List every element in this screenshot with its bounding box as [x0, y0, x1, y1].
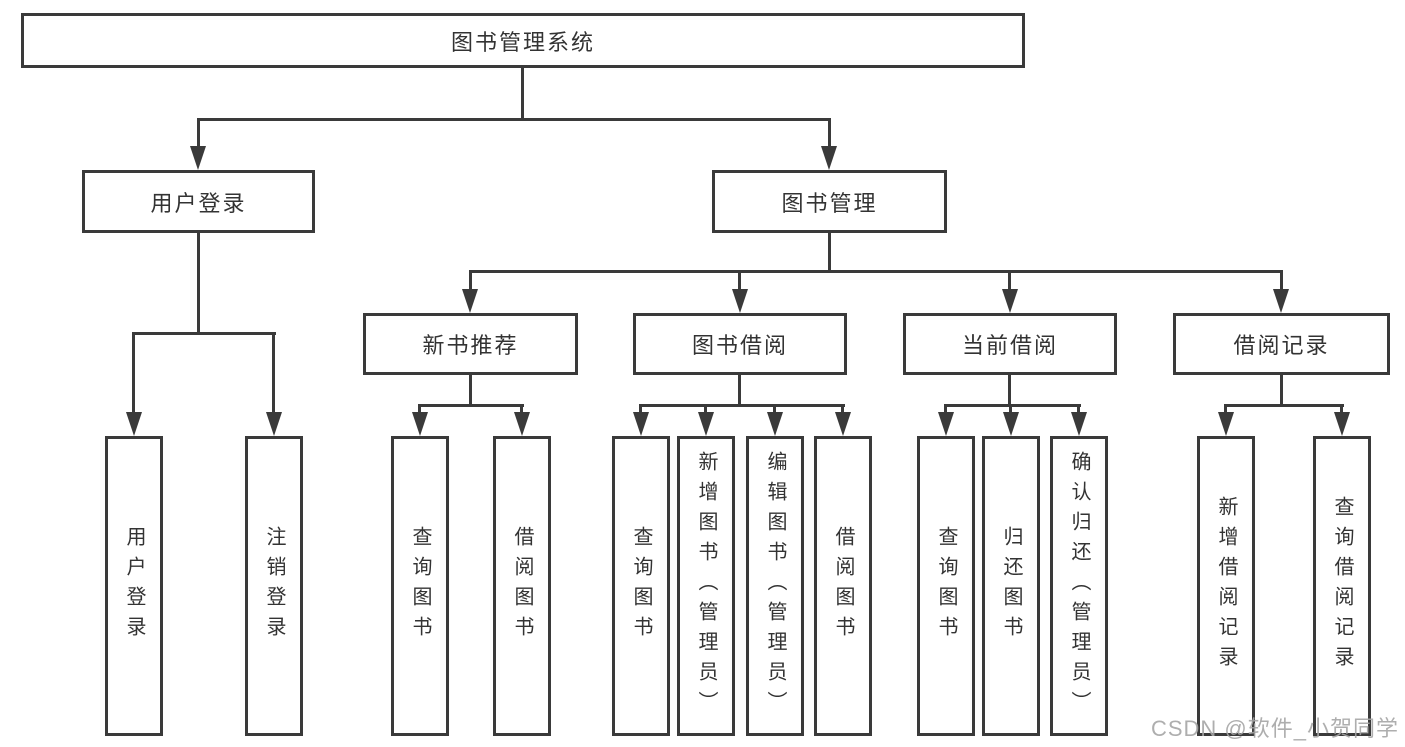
leaf-add-books-admin-label: 新增图书（管理员） [695, 451, 717, 721]
arrow-down-icon [1071, 412, 1087, 436]
arrow-down-icon [190, 146, 206, 170]
connector-user-login-rail [132, 332, 276, 335]
arrow-down-icon [633, 412, 649, 436]
node-library-system-label: 图书管理系统 [450, 29, 595, 55]
leaf-edit-books-admin: 编辑图书（管理员） [746, 436, 804, 736]
leaf-borrow-books-1-label: 借阅图书 [511, 526, 533, 646]
leaf-return-books-label: 归还图书 [1000, 526, 1022, 646]
arrow-down-icon [514, 412, 530, 436]
leaf-query-borrow-record-label: 查询借阅记录 [1331, 496, 1353, 676]
node-book-management-label: 图书管理 [781, 190, 878, 216]
arrow-down-icon [821, 146, 837, 170]
node-book-borrowing-label: 图书借阅 [691, 333, 788, 358]
node-user-login: 用户登录 [82, 170, 315, 233]
node-current-borrowing-label: 当前借阅 [961, 333, 1058, 358]
leaf-return-books: 归还图书 [982, 436, 1040, 736]
connector-drop [1280, 270, 1283, 292]
connector-drop [132, 332, 135, 413]
arrow-down-icon [412, 412, 428, 436]
connector-drop [520, 404, 523, 416]
leaf-query-borrow-record: 查询借阅记录 [1313, 436, 1371, 736]
leaf-confirm-return-admin-label: 确认归还（管理员） [1068, 451, 1090, 721]
connector-drop [1077, 404, 1080, 416]
connector-borrow-records-stem [1280, 375, 1283, 407]
connector-borrow-records-rail [1224, 404, 1344, 407]
connector-drop [704, 404, 707, 416]
connector-drop [1224, 404, 1227, 416]
arrow-down-icon [1002, 289, 1018, 313]
node-user-login-label: 用户登录 [150, 190, 247, 216]
connector-book-borrow-rail [639, 404, 845, 407]
leaf-edit-books-admin-label: 编辑图书（管理员） [764, 451, 786, 721]
connector-drop [738, 270, 741, 292]
connector-book-mgmt-stem [828, 233, 831, 272]
node-book-borrowing: 图书借阅 [633, 313, 847, 375]
leaf-user-login: 用户登录 [105, 436, 163, 736]
leaf-logout: 注销登录 [245, 436, 303, 736]
node-borrowing-records: 借阅记录 [1173, 313, 1390, 375]
connector-drop [1009, 404, 1012, 416]
leaf-query-books-3: 查询图书 [917, 436, 975, 736]
connector-root-stem [521, 68, 524, 121]
arrow-down-icon [835, 412, 851, 436]
arrow-down-icon [126, 412, 142, 436]
leaf-add-borrow-record-label: 新增借阅记录 [1215, 496, 1237, 676]
connector-drop [773, 404, 776, 416]
node-new-book-recommend-label: 新书推荐 [422, 333, 519, 358]
connector-book-borrow-stem [738, 375, 741, 407]
node-current-borrowing: 当前借阅 [903, 313, 1117, 375]
connector-user-login-stem [197, 233, 200, 334]
connector-level3-rail [469, 270, 1283, 273]
leaf-confirm-return-admin: 确认归还（管理员） [1050, 436, 1108, 736]
leaf-query-books-1-label: 查询图书 [409, 526, 431, 646]
connector-user-login-drop [197, 118, 200, 150]
connector-book-mgmt-drop [828, 118, 831, 150]
arrow-down-icon [938, 412, 954, 436]
leaf-borrow-books-2-label: 借阅图书 [832, 526, 854, 646]
leaf-logout-label: 注销登录 [263, 526, 285, 646]
arrow-down-icon [767, 412, 783, 436]
connector-new-book-stem [469, 375, 472, 407]
connector-current-borrow-rail [944, 404, 1081, 407]
arrow-down-icon [462, 289, 478, 313]
leaf-borrow-books-1: 借阅图书 [493, 436, 551, 736]
connector-level2-rail [197, 118, 831, 121]
leaf-query-books-2: 查询图书 [612, 436, 670, 736]
node-borrowing-records-label: 借阅记录 [1233, 333, 1330, 358]
leaf-query-books-2-label: 查询图书 [630, 526, 652, 646]
leaf-query-books-1: 查询图书 [391, 436, 449, 736]
connector-drop [469, 270, 472, 292]
arrow-down-icon [266, 412, 282, 436]
leaf-user-login-label: 用户登录 [123, 526, 145, 646]
arrow-down-icon [698, 412, 714, 436]
arrow-down-icon [1273, 289, 1289, 313]
connector-current-borrow-stem [1008, 375, 1011, 407]
connector-drop [1340, 404, 1343, 416]
csdn-watermark: CSDN @软件_小贺同学 [1150, 716, 1399, 741]
connector-drop [418, 404, 421, 416]
connector-new-book-rail [418, 404, 524, 407]
node-library-system: 图书管理系统 [21, 13, 1025, 68]
arrow-down-icon [1218, 412, 1234, 436]
leaf-borrow-books-2: 借阅图书 [814, 436, 872, 736]
arrow-down-icon [1334, 412, 1350, 436]
leaf-add-borrow-record: 新增借阅记录 [1197, 436, 1255, 736]
arrow-down-icon [1003, 412, 1019, 436]
connector-drop [639, 404, 642, 416]
node-new-book-recommend: 新书推荐 [363, 313, 578, 375]
connector-drop [272, 332, 275, 413]
leaf-add-books-admin: 新增图书（管理员） [677, 436, 735, 736]
connector-drop [841, 404, 844, 416]
connector-drop [1008, 270, 1011, 292]
node-book-management: 图书管理 [712, 170, 947, 233]
leaf-query-books-3-label: 查询图书 [935, 526, 957, 646]
arrow-down-icon [732, 289, 748, 313]
connector-drop [944, 404, 947, 416]
